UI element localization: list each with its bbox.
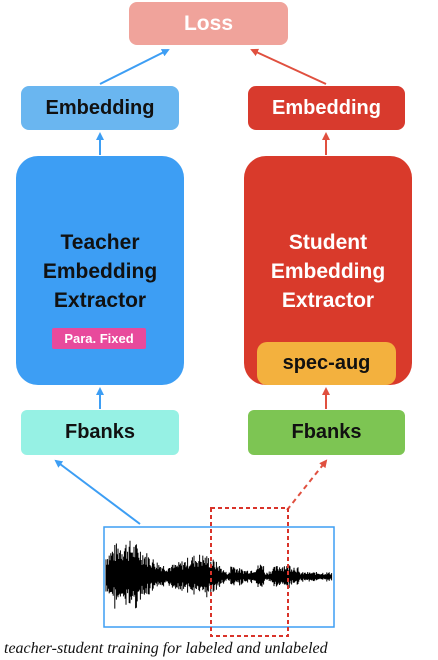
teacher-embedding-box: Embedding <box>21 86 179 130</box>
student-to-loss-arrow <box>250 48 327 85</box>
para-fixed-badge: Para. Fixed <box>52 328 146 349</box>
student-embedding-label: Embedding <box>272 96 381 119</box>
crop-to-student-fbanks-arrow <box>286 459 328 511</box>
student-fbanks-label: Fbanks <box>291 421 362 443</box>
figure-caption: teacher-student training for labeled and… <box>4 640 328 657</box>
waveform-icon <box>105 540 333 609</box>
student-extractor-title: Student Embedding Extractor <box>271 228 385 315</box>
loss-box: Loss <box>129 2 288 45</box>
student-extractor-title-line: Extractor <box>281 289 375 312</box>
student-extractor-title-line: Student <box>288 231 368 254</box>
teacher-extractor-title-line: Extractor <box>53 289 147 312</box>
loss-label: Loss <box>183 11 233 35</box>
teacher-extractor-title-line: Teacher <box>60 231 140 254</box>
student-embedding-box: Embedding <box>248 86 405 130</box>
teacher-extractor-title: Teacher Embedding Extractor <box>43 228 157 315</box>
student-extractor-title-line: Embedding <box>270 260 386 283</box>
teacher-fbanks-label: Fbanks <box>64 421 136 443</box>
spec-aug-box: spec-aug <box>257 342 396 385</box>
diagram-connectors <box>54 48 335 637</box>
waveform-to-teacher-fbanks-arrow <box>54 459 141 525</box>
student-fbanks-box: Fbanks <box>248 410 405 455</box>
teacher-embedding-label: Embedding <box>45 96 155 119</box>
teacher-fbanks-box: Fbanks <box>21 410 179 455</box>
crop-region-dashed <box>210 507 289 637</box>
teacher-to-loss-arrow <box>99 49 170 85</box>
teacher-extractor-title-line: Embedding <box>42 260 158 283</box>
teacher-extractor-box: Teacher Embedding Extractor <box>16 156 184 385</box>
